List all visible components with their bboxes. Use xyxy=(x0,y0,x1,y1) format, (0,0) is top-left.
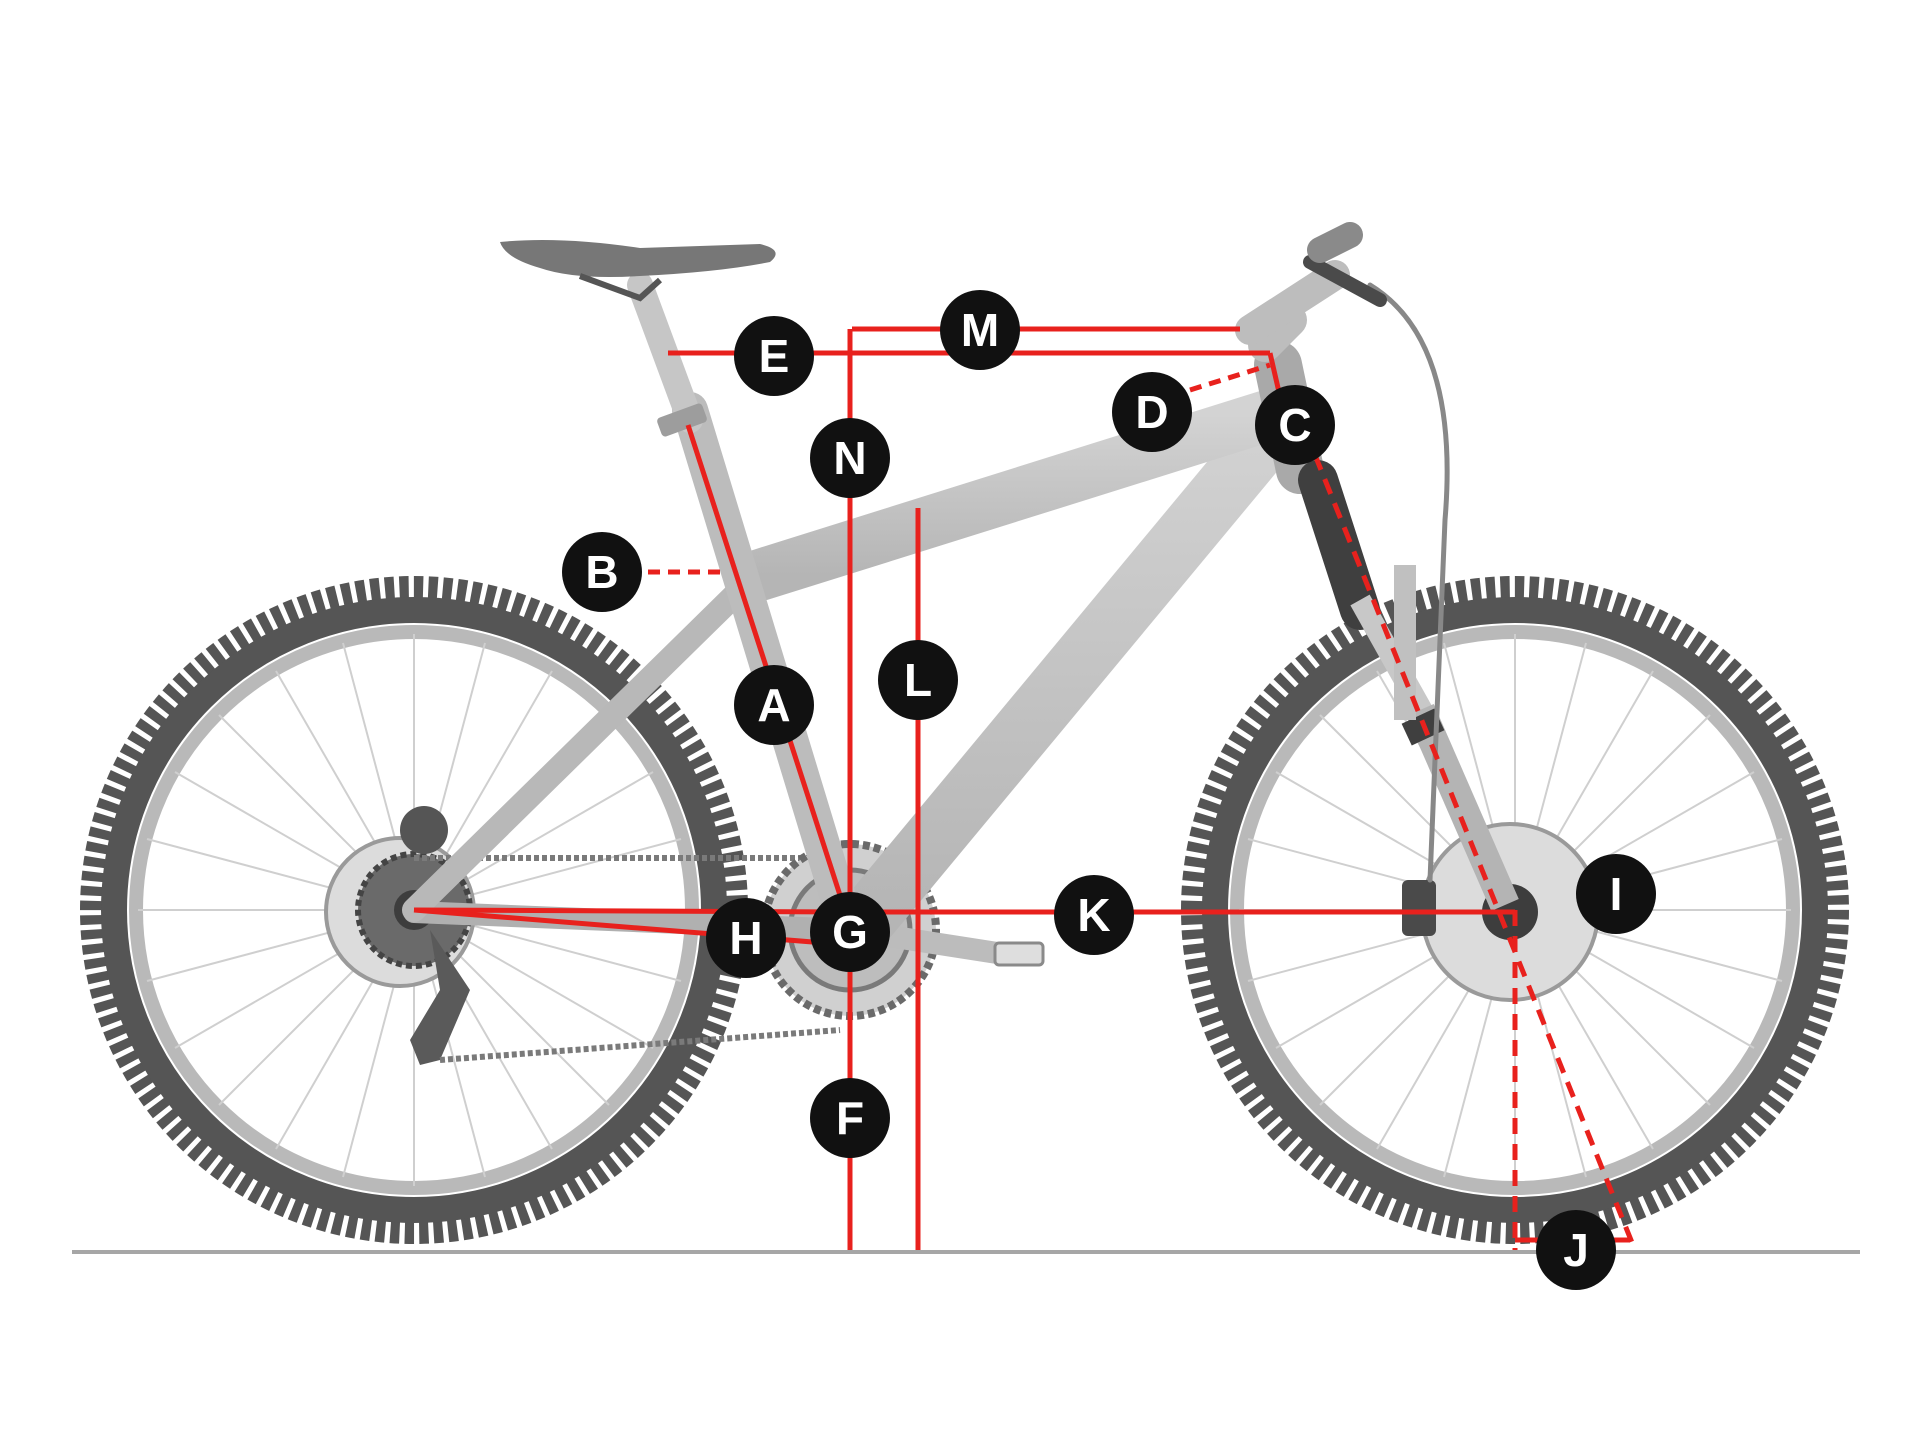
badge-b: B xyxy=(562,532,642,612)
measure-d-line xyxy=(1189,362,1271,393)
brake-lever xyxy=(1303,255,1387,307)
badge-a-text: A xyxy=(757,679,790,731)
saddle-rails xyxy=(578,273,663,302)
badge-a: A xyxy=(734,665,814,745)
badge-k: K xyxy=(1054,875,1134,955)
chain-bottom xyxy=(439,1027,841,1063)
cockpit xyxy=(1235,222,1450,883)
badge-l: L xyxy=(878,640,958,720)
badge-e-text: E xyxy=(759,330,790,382)
badge-m-text: M xyxy=(961,304,999,356)
label-badges: A B C D E F G H I J K L M N xyxy=(562,290,1656,1290)
badge-j: J xyxy=(1536,1210,1616,1290)
front-brake-caliper xyxy=(1402,880,1436,936)
badge-f-text: F xyxy=(836,1092,864,1144)
badge-c-text: C xyxy=(1278,399,1311,451)
badge-n: N xyxy=(810,418,890,498)
badge-d-text: D xyxy=(1135,386,1168,438)
badge-n-text: N xyxy=(833,432,866,484)
badge-b-text: B xyxy=(585,546,618,598)
badge-k-text: K xyxy=(1077,889,1110,941)
rear-brake-caliper xyxy=(400,806,448,854)
seat-clamp xyxy=(657,403,707,437)
badge-g: G xyxy=(810,892,890,972)
pedal xyxy=(993,941,1045,967)
badge-j-text: J xyxy=(1563,1224,1589,1276)
saddle xyxy=(500,240,776,277)
grip xyxy=(1307,222,1363,263)
rear-derailleur xyxy=(410,930,470,1065)
seat-stay xyxy=(402,578,752,922)
badge-m: M xyxy=(940,290,1020,370)
fork-upper xyxy=(1298,460,1380,630)
handlebar xyxy=(1235,260,1350,345)
badge-h-text: H xyxy=(729,912,762,964)
badge-d: D xyxy=(1112,372,1192,452)
badge-i-text: I xyxy=(1610,868,1623,920)
measure-steer-axis xyxy=(1312,454,1638,1251)
badge-g-text: G xyxy=(832,906,868,958)
badge-l-text: L xyxy=(904,654,932,706)
badge-i: I xyxy=(1576,854,1656,934)
badge-e: E xyxy=(734,316,814,396)
measure-h-line-upper xyxy=(413,907,851,915)
down-tube xyxy=(840,385,1315,945)
badge-h: H xyxy=(706,898,786,978)
badge-c: C xyxy=(1255,385,1335,465)
top-tube xyxy=(734,389,1296,601)
badge-f: F xyxy=(810,1078,890,1158)
seatpost xyxy=(627,272,703,433)
brake-cable xyxy=(1367,282,1450,883)
